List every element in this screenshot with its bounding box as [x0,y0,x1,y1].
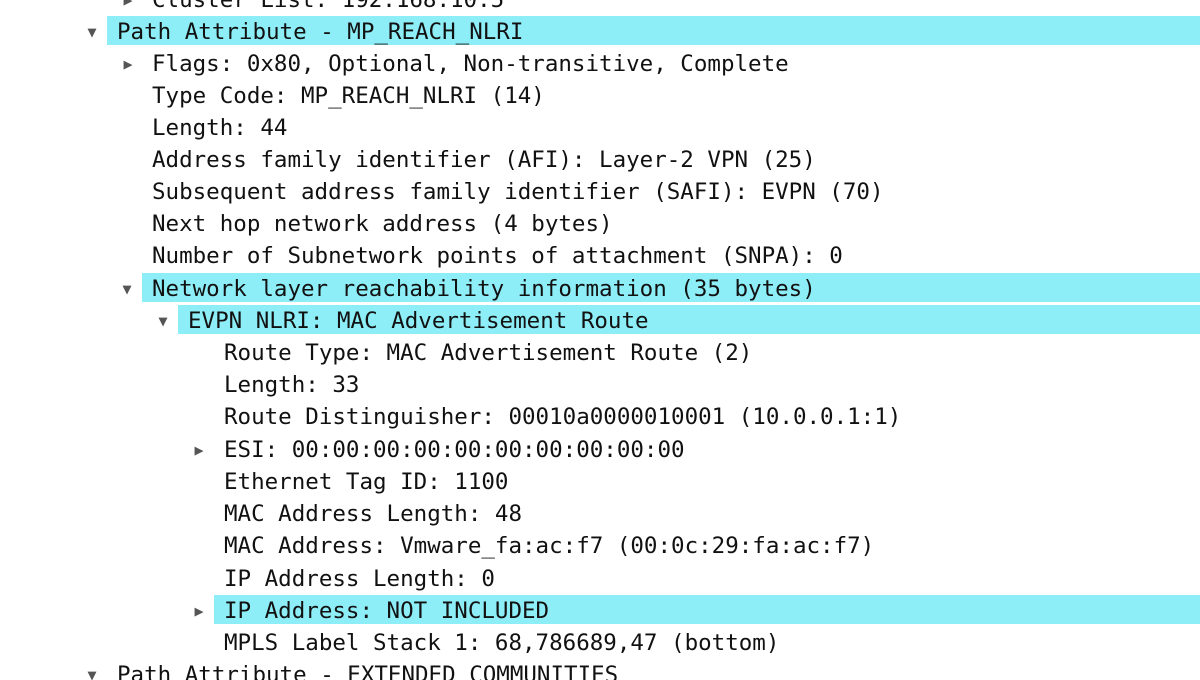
tree-row-length[interactable]: Length: 44 [0,112,1200,144]
tree-row-label: ESI: 00:00:00:00:00:00:00:00:00:00 [224,437,685,463]
tree-row-route-distinguisher[interactable]: Route Distinguisher: 00010a0000010001 (1… [0,401,1200,433]
tree-row-label: Type Code: MP_REACH_NLRI (14) [152,83,545,109]
tree-row-route-type[interactable]: Route Type: MAC Advertisement Route (2) [0,337,1200,369]
tree-row-ip-address[interactable]: ▶ IP Address: NOT INCLUDED [0,595,1200,627]
tree-row-label: Flags: 0x80, Optional, Non-transitive, C… [152,51,789,77]
tree-row-flags[interactable]: ▶ Flags: 0x80, Optional, Non-transitive,… [0,48,1200,80]
tree-row-label: IP Address Length: 0 [224,566,495,592]
tree-row-label: Length: 33 [224,372,360,398]
tree-row-evpn-nlri[interactable]: ▼ EVPN NLRI: MAC Advertisement Route [0,305,1200,337]
tree-row-type-code[interactable]: Type Code: MP_REACH_NLRI (14) [0,80,1200,112]
selection-highlight [214,595,1200,624]
tree-row-label: Ethernet Tag ID: 1100 [224,469,509,495]
tree-row-safi[interactable]: Subsequent address family identifier (SA… [0,176,1200,208]
tree-row-ip-length[interactable]: IP Address Length: 0 [0,563,1200,595]
tree-row-esi[interactable]: ▶ ESI: 00:00:00:00:00:00:00:00:00:00 [0,434,1200,466]
tree-row-label: Route Type: MAC Advertisement Route (2) [224,340,753,366]
tree-row-label: Length: 44 [152,115,288,141]
tree-row-label: Address family identifier (AFI): Layer-2… [152,147,816,173]
tree-row-cluster-list[interactable]: ▶ Cluster List: 192.168.10.5 [0,0,1200,16]
tree-row-label: Subsequent address family identifier (SA… [152,179,884,205]
expanded-arrow-icon[interactable]: ▼ [158,312,168,330]
selection-highlight [178,305,1200,334]
tree-row-label: Path Attribute - MP_REACH_NLRI [117,19,524,45]
tree-row-ethernet-tag[interactable]: Ethernet Tag ID: 1100 [0,466,1200,498]
tree-row-nlri[interactable]: ▼ Network layer reachability information… [0,273,1200,305]
tree-row-mpls-label[interactable]: MPLS Label Stack 1: 68,786689,47 (bottom… [0,627,1200,659]
tree-row-mp-reach-nlri[interactable]: ▼ Path Attribute - MP_REACH_NLRI [0,16,1200,48]
expanded-arrow-icon[interactable]: ▼ [87,23,97,41]
tree-row-evpn-length[interactable]: Length: 33 [0,369,1200,401]
tree-row-mac-address[interactable]: MAC Address: Vmware_fa:ac:f7 (00:0c:29:f… [0,530,1200,562]
tree-row-label: MAC Address: Vmware_fa:ac:f7 (00:0c:29:f… [224,533,875,559]
collapsed-arrow-icon[interactable]: ▶ [123,55,133,73]
tree-row-label: MPLS Label Stack 1: 68,786689,47 (bottom… [224,630,780,656]
tree-row-label: Next hop network address (4 bytes) [152,211,613,237]
tree-row-label: MAC Address Length: 48 [224,501,523,527]
collapsed-arrow-icon[interactable]: ▶ [194,602,204,620]
selection-highlight [107,16,1200,45]
collapsed-arrow-icon[interactable]: ▶ [194,441,204,459]
tree-row-next-hop[interactable]: Next hop network address (4 bytes) [0,208,1200,240]
tree-row-label: Network layer reachability information (… [152,276,816,302]
tree-row-label: EVPN NLRI: MAC Advertisement Route [188,308,649,334]
tree-row-label: Cluster List: 192.168.10.5 [152,0,505,13]
tree-row-snpa[interactable]: Number of Subnetwork points of attachmen… [0,240,1200,272]
tree-row-extended-communities[interactable]: ▼ Path Attribute - EXTENDED_COMMUNITIES [0,659,1200,680]
tree-row-label: Path Attribute - EXTENDED_COMMUNITIES [117,662,619,680]
tree-row-label: Number of Subnetwork points of attachmen… [152,243,843,269]
selection-highlight [142,273,1200,302]
tree-row-label: IP Address: NOT INCLUDED [224,598,550,624]
tree-row-afi[interactable]: Address family identifier (AFI): Layer-2… [0,144,1200,176]
expanded-arrow-icon[interactable]: ▼ [122,280,132,298]
expanded-arrow-icon[interactable]: ▼ [87,666,97,680]
collapsed-arrow-icon[interactable]: ▶ [123,0,133,9]
tree-row-mac-length[interactable]: MAC Address Length: 48 [0,498,1200,530]
tree-row-label: Route Distinguisher: 00010a0000010001 (1… [224,404,902,430]
